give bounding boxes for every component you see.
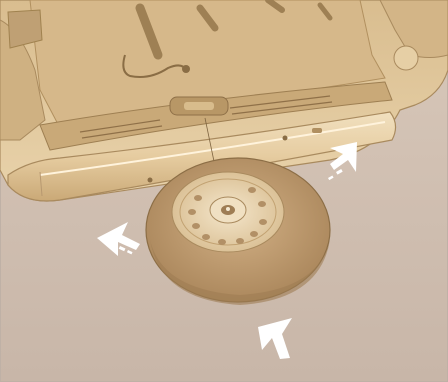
- spare-wheel-icon: [146, 158, 330, 305]
